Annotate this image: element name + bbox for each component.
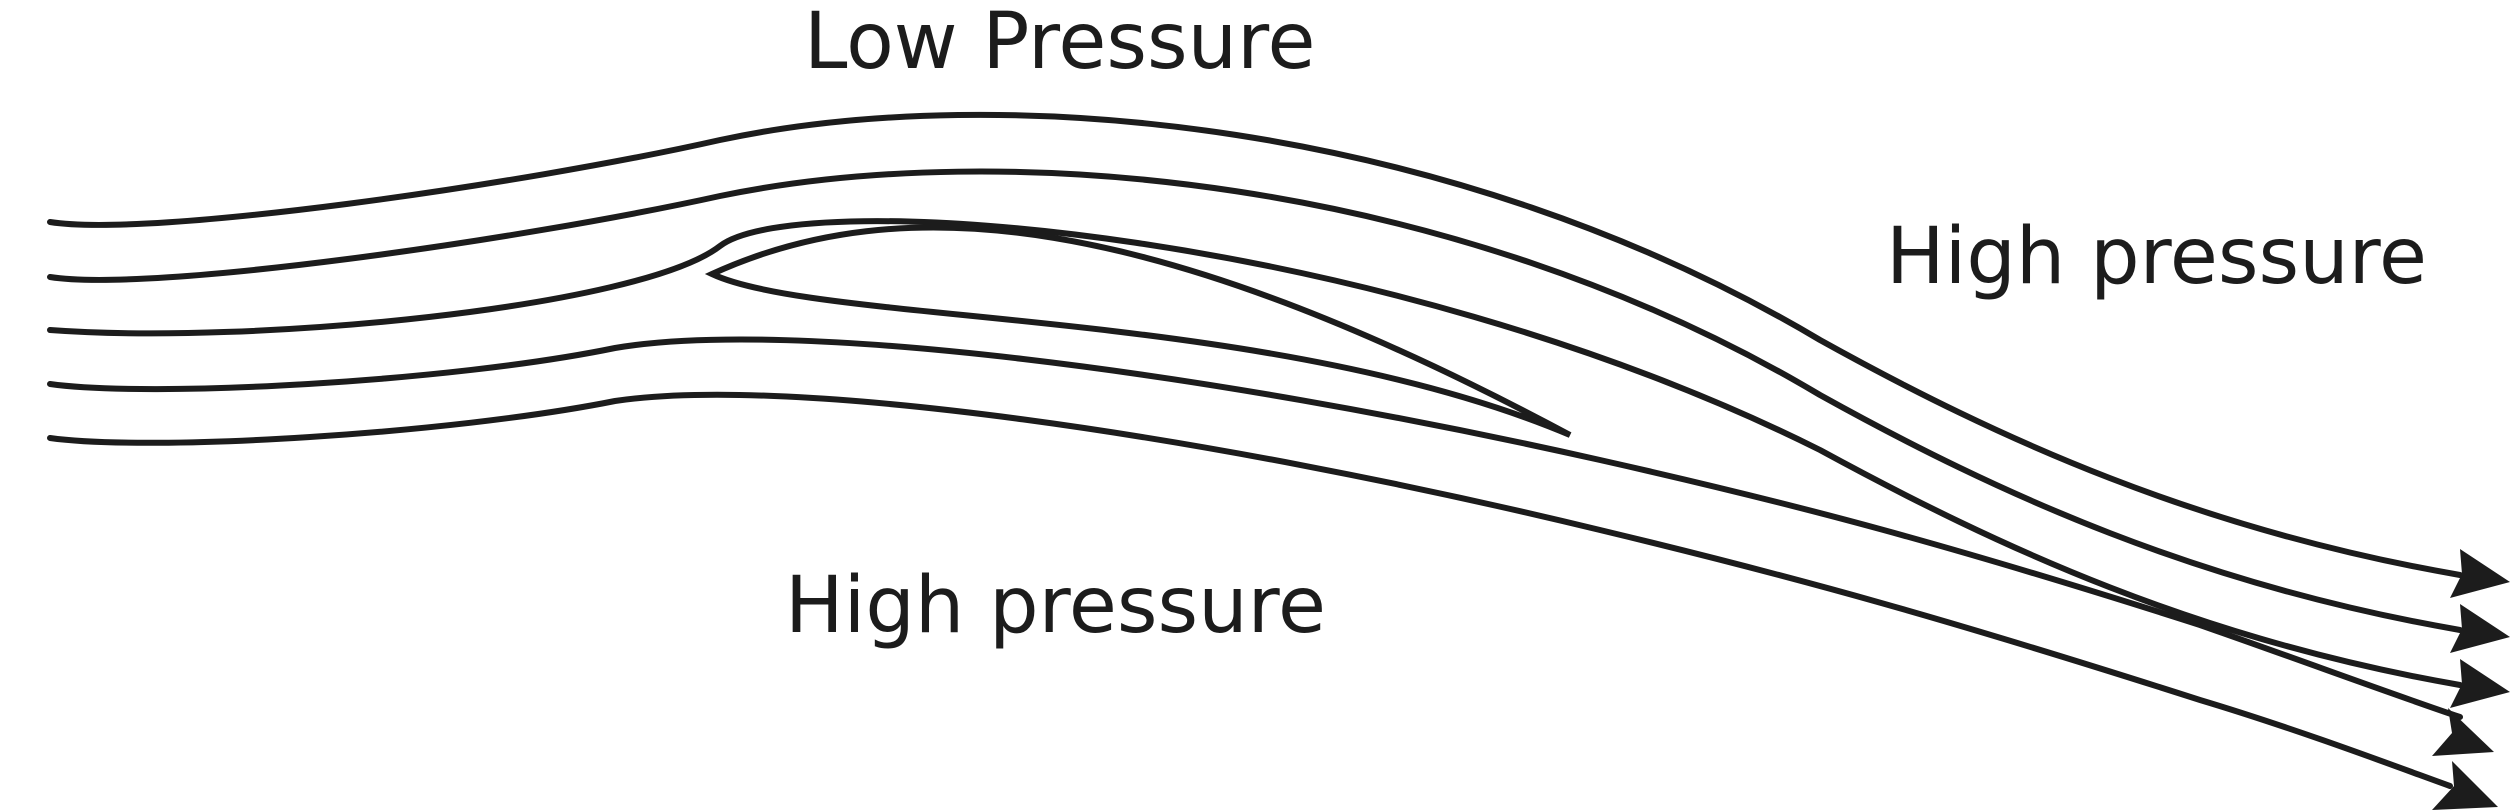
streamline-1 bbox=[47, 111, 2463, 578]
arrowhead-2 bbox=[2450, 604, 2510, 653]
arrowhead-4 bbox=[2432, 708, 2494, 756]
streamline-3 bbox=[47, 218, 2463, 688]
streamline-5 bbox=[47, 391, 2453, 789]
arrowhead-5 bbox=[2432, 761, 2498, 810]
high-pressure-bottom-label: High pressure bbox=[785, 561, 1326, 651]
high-pressure-right-label: High pressure bbox=[1886, 212, 2427, 302]
streamline-2 bbox=[47, 168, 2463, 633]
arrowhead-3 bbox=[2450, 659, 2510, 708]
streamline-4 bbox=[47, 336, 2463, 720]
low-pressure-label: Low Pressure bbox=[804, 0, 1315, 87]
arrowhead-1 bbox=[2450, 549, 2510, 598]
airfoil bbox=[704, 224, 1572, 438]
